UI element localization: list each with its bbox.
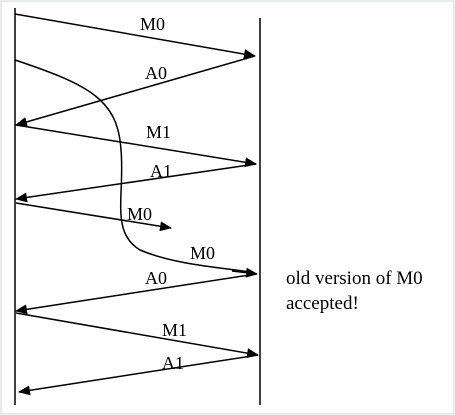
ack-a0-second-arrow (15, 273, 257, 315)
msg-m1-second-arrow (15, 312, 259, 359)
annotation-note: old version of M0 accepted! (286, 266, 451, 316)
msg-m0-delayed-arrowhead (231, 267, 258, 278)
label-m0: M0 (140, 14, 165, 34)
label-a1-second: A1 (162, 353, 184, 373)
msg-m0-arrow (14, 13, 256, 60)
note-line-2: accepted! (286, 293, 359, 314)
label-a1: A1 (150, 161, 172, 181)
label-m1-second: M1 (162, 320, 187, 340)
ack-a1-second-arrow (18, 354, 259, 396)
delayed-m0-path (14, 59, 251, 273)
label-m0-delayed: M0 (190, 243, 215, 263)
label-m0-lost: M0 (127, 204, 152, 224)
label-m1: M1 (146, 122, 171, 142)
note-line-1: old version of M0 (286, 268, 423, 289)
msg-m1-arrow (15, 124, 257, 168)
ack-a0-arrow (15, 55, 256, 127)
msg-m0-lost-arrow (15, 202, 172, 232)
label-a0: A0 (145, 63, 167, 83)
ack-a1-arrow (15, 163, 257, 203)
label-a0-second: A0 (145, 268, 167, 288)
